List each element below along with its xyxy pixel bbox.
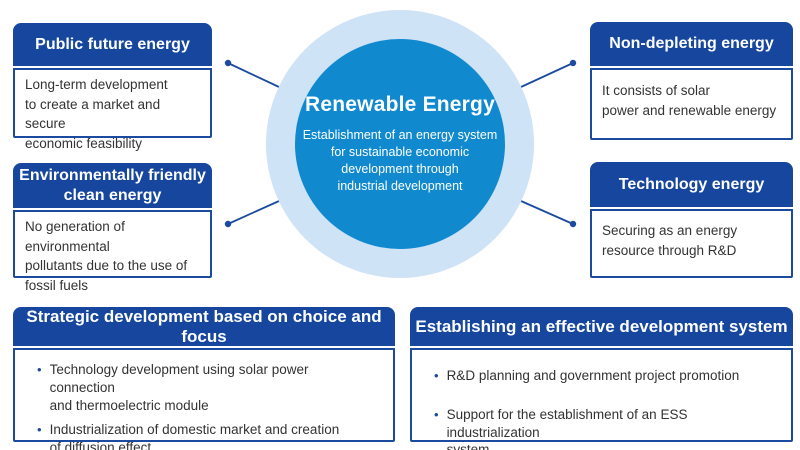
connector-dot-mid-left [224,220,232,228]
connector-line-top-right [520,62,574,88]
bullet-dot-icon: • [37,422,42,438]
box-environmentally-friendly-clean-energy-title: Environmentally friendly clean energy [13,163,212,208]
list-item-text: R&D planning and government project prom… [446,368,740,383]
box-public-future-energy: Public future energy Long-term developme… [13,23,212,151]
list-item: • R&D planning and government project pr… [434,367,775,385]
center-circle: Renewable Energy Establishment of an ene… [295,39,505,249]
box-non-depleting-energy: Non-depleting energy It consists of sola… [590,22,793,140]
list-item-text: Support for the establishment of an ESS … [446,406,688,450]
box-environmentally-friendly-clean-energy: Environmentally friendly clean energy No… [13,163,212,293]
connector-line-mid-left [227,200,280,225]
box-non-depleting-energy-title: Non-depleting energy [590,22,793,66]
bullet-dot-icon: • [37,362,42,377]
box-technology-energy-body: Securing as an energy resource through R… [590,209,793,278]
center-title: Renewable Energy [305,92,495,116]
connector-line-mid-right [520,200,574,225]
box-technology-energy: Technology energy Securing as an energy … [590,162,793,278]
box-public-future-energy-body: Long-term development to create a market… [13,68,212,151]
box-technology-energy-title: Technology energy [590,162,793,207]
box-strategic-development: Strategic development based on choice an… [13,307,395,450]
list-item: • Support for the establishment of an ES… [434,406,775,450]
list-item-text: Technology development using solar power… [49,362,309,413]
box-strategic-development-body: • Technology development using solar pow… [13,348,395,450]
box-environmentally-friendly-clean-energy-body: No generation of environmental pollutant… [13,210,212,293]
box-effective-development-system-title: Establishing an effective development sy… [410,307,793,346]
box-public-future-energy-title: Public future energy [13,23,212,66]
box-effective-development-system: Establishing an effective development sy… [410,307,793,450]
connector-dot-mid-right [569,220,577,228]
box-effective-development-system-body: • R&D planning and government project pr… [410,348,793,450]
connector-dot-top-left [224,59,232,67]
box-non-depleting-energy-body: It consists of solar power and renewable… [590,68,793,140]
bullet-dot-icon: • [434,368,439,383]
center-subtitle: Establishment of an energy system for su… [302,127,498,194]
list-item: • Technology development using solar pow… [37,361,377,414]
connector-line-top-left [227,62,280,88]
bullet-dot-icon: • [434,406,439,422]
connector-dot-top-right [569,59,577,67]
list-item: • Industrialization of domestic market a… [37,421,377,450]
center-circle-ring: Renewable Energy Establishment of an ene… [266,10,534,278]
box-strategic-development-title: Strategic development based on choice an… [13,307,395,346]
list-item-text: Industrialization of domestic market and… [49,422,340,450]
